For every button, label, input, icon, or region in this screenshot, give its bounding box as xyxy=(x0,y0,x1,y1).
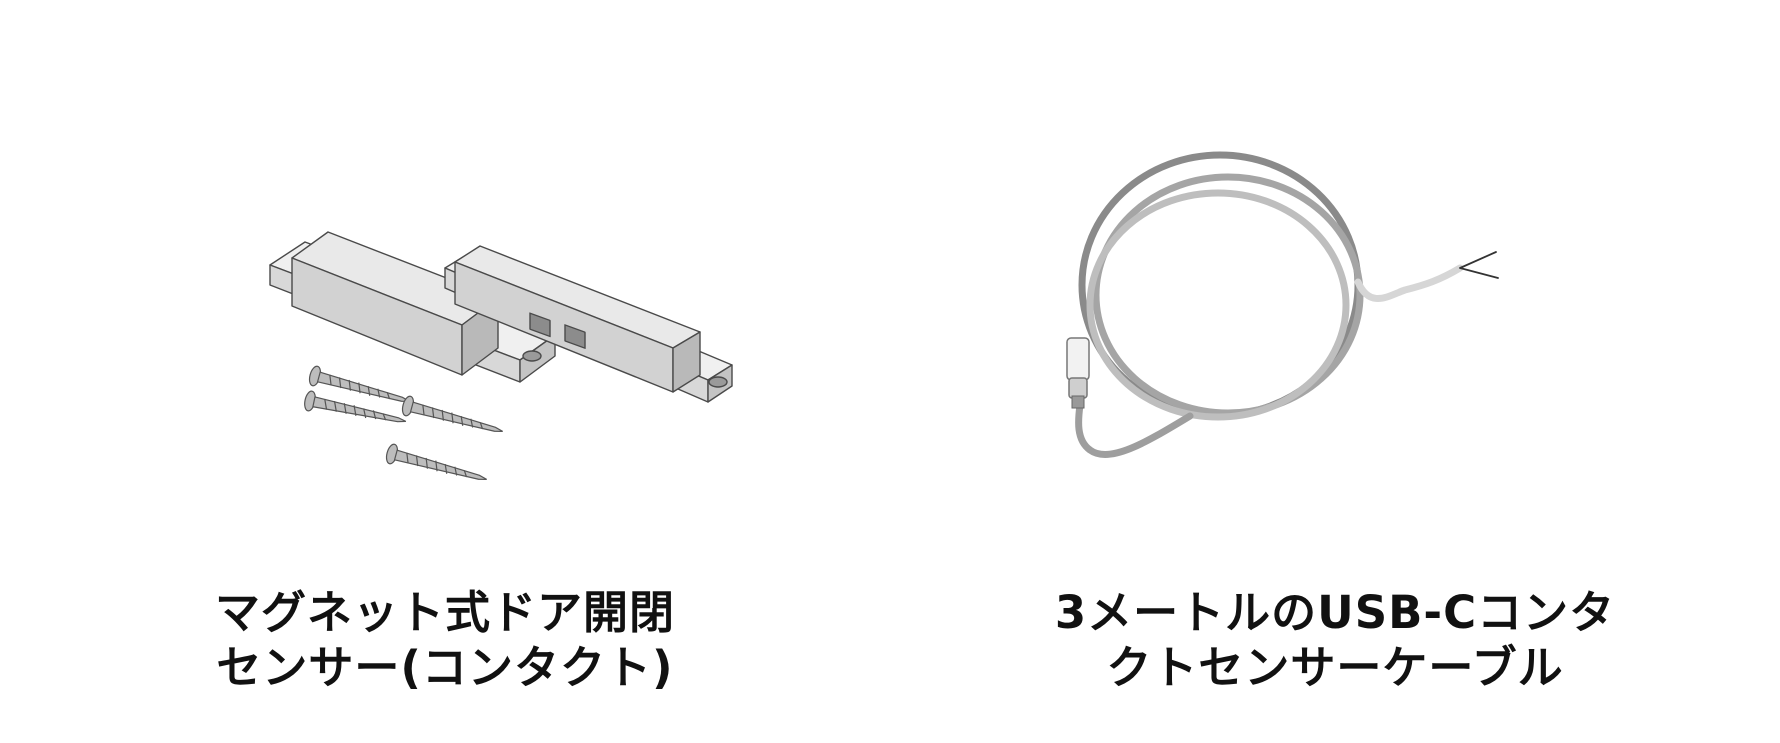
caption-line-2: クトセンサーケーブル xyxy=(1106,641,1564,694)
magnetic-door-sensor-icon xyxy=(230,120,770,540)
coiled-cable-icon xyxy=(1040,120,1640,540)
caption-line-2: センサー(コンタクト) xyxy=(216,641,674,694)
caption-line-1: マグネット式ドア開閉 xyxy=(214,586,675,639)
caption-line-1: 3メートルのUSB-Cコンタ xyxy=(1054,586,1616,639)
product-caption: マグネット式ドア開閉 センサー(コンタクト) xyxy=(0,585,890,695)
product-card-door-sensor: マグネット式ドア開閉 センサー(コンタクト) xyxy=(0,120,890,695)
product-caption: 3メートルのUSB-Cコンタ クトセンサーケーブル xyxy=(890,585,1780,695)
product-card-sensor-cable: 3メートルのUSB-Cコンタ クトセンサーケーブル xyxy=(890,0,1780,743)
